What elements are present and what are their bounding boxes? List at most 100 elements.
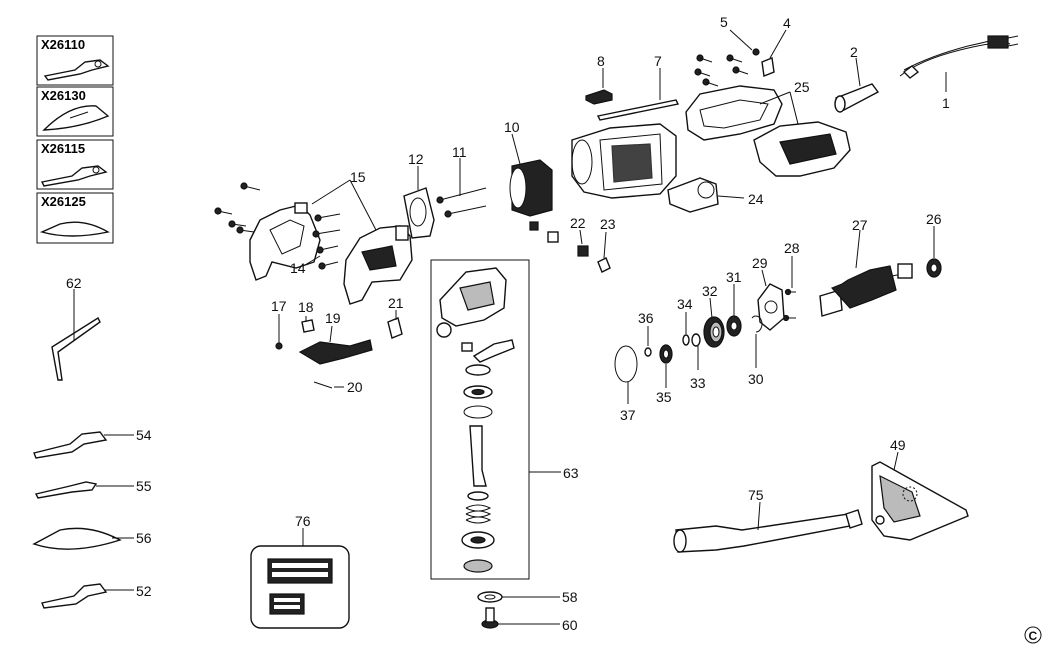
part-27-armature: 27 <box>819 217 913 317</box>
part-55-blade: 55 <box>34 478 152 499</box>
accessory-code-x26115: X26115 <box>41 141 85 156</box>
part-31-bearing: 31 <box>726 269 742 337</box>
accessory-box-x26130: X26130 <box>36 86 114 137</box>
part-56-segment-saw: 56 <box>32 527 152 550</box>
label-18: 18 <box>298 299 314 315</box>
part-62-hex-key: 62 <box>51 275 101 381</box>
label-24: 24 <box>748 191 764 207</box>
label-19: 19 <box>325 310 341 326</box>
label-14: 14 <box>290 260 306 276</box>
part-34-washer: 34 <box>677 296 693 346</box>
label-37: 37 <box>620 407 636 423</box>
label-10: 10 <box>504 119 520 135</box>
label-31: 31 <box>726 269 742 285</box>
part-30-circlip: 30 <box>748 315 764 387</box>
label-1: 1 <box>942 95 950 111</box>
part-11-long-screws: 11 <box>436 144 487 218</box>
label-25: 25 <box>794 79 810 95</box>
label-56: 56 <box>136 530 152 546</box>
label-76: 76 <box>295 513 311 529</box>
label-29: 29 <box>752 255 768 271</box>
label-58: 58 <box>562 589 578 605</box>
accessory-code-x26125: X26125 <box>41 194 86 209</box>
label-34: 34 <box>677 296 693 312</box>
label-32: 32 <box>702 283 718 299</box>
label-7: 7 <box>654 53 662 69</box>
label-28: 28 <box>784 240 800 256</box>
label-30: 30 <box>748 371 764 387</box>
label-36: 36 <box>638 310 654 326</box>
part-25-rear-housing-lower <box>753 121 851 177</box>
part-20-pin: 20 <box>313 379 363 395</box>
blade-icon <box>40 165 108 187</box>
part-15-housing-half-right <box>343 225 413 305</box>
part-76-rating-label: 76 <box>250 513 350 629</box>
part-7-switch-rod: 7 <box>596 53 680 121</box>
part-28-screws: 28 <box>782 240 800 322</box>
label-52: 52 <box>136 583 152 599</box>
part-12-front-bracket: 12 <box>403 151 435 239</box>
part-24-switch-module: 24 <box>667 177 764 213</box>
label-21: 21 <box>388 295 404 311</box>
accessory-box-x26115: X26115 <box>36 139 114 190</box>
part-54-blade: 54 <box>33 427 152 459</box>
part-4-clamp: 4 <box>761 15 791 77</box>
sanding-pad-icon <box>42 105 110 131</box>
label-27: 27 <box>852 217 868 233</box>
part-10-stator: 10 <box>504 119 553 217</box>
label-8: 8 <box>597 53 605 69</box>
label-20: 20 <box>347 379 363 395</box>
label-26: 26 <box>926 211 942 227</box>
part-29-plate: 29 <box>752 255 785 331</box>
label-62: 62 <box>66 275 82 291</box>
part-23-brush: 23 <box>597 216 616 273</box>
part-2-cord-protector: 2 <box>834 44 880 113</box>
label-2: 2 <box>850 44 858 60</box>
part-15-housing-half-left <box>249 202 321 281</box>
part-22-brush-holder: 22 <box>529 215 589 257</box>
copyright-letter: C <box>1029 629 1038 643</box>
accessory-code-x26130: X26130 <box>41 88 86 103</box>
label-23: 23 <box>600 216 616 232</box>
label-54: 54 <box>136 427 152 443</box>
part-75-dust-extraction-tube: 75 <box>673 487 863 553</box>
accessory-code-x26110: X26110 <box>41 37 85 52</box>
part-36-washer: 36 <box>638 310 654 357</box>
label-12: 12 <box>408 151 424 167</box>
label-60: 60 <box>562 617 578 633</box>
label-17: 17 <box>271 298 287 314</box>
label-11: 11 <box>452 144 467 160</box>
part-19-lever: 19 <box>298 310 373 365</box>
screw-group-rear <box>694 48 760 87</box>
label-15: 15 <box>350 169 366 185</box>
accessory-box-x26125: X26125 <box>36 192 114 244</box>
label-22: 22 <box>570 215 586 231</box>
part-58-washer: 58 <box>477 589 578 605</box>
part-63-gearbox-assembly: 63 <box>430 259 579 580</box>
label-35: 35 <box>656 389 672 405</box>
part-18-clip: 18 <box>298 299 315 333</box>
part-33-washer: 33 <box>690 333 706 391</box>
part-35-bearing: 35 <box>656 344 673 405</box>
label-63: 63 <box>563 465 579 481</box>
part-25-rear-housing-upper <box>685 85 783 141</box>
part-37-o-ring: 37 <box>614 345 638 423</box>
part-17-screw: 17 <box>271 298 287 350</box>
part-32-eccentric: 32 <box>702 283 725 348</box>
label-49: 49 <box>890 437 906 453</box>
part-21-latch: 21 <box>387 295 404 339</box>
label-5: 5 <box>720 14 728 30</box>
blade-icon <box>43 59 110 81</box>
label-75: 75 <box>748 487 764 503</box>
part-motor-housing <box>571 123 677 199</box>
part-1-power-cord: 1 <box>899 35 1019 111</box>
label-55: 55 <box>136 478 152 494</box>
accessory-box-x26110: X26110 <box>36 35 114 86</box>
label-33: 33 <box>690 375 706 391</box>
copyright-icon: C <box>1024 626 1042 644</box>
segment-saw-icon <box>39 221 110 237</box>
label-4: 4 <box>783 15 791 31</box>
part-52-blade: 52 <box>41 583 152 609</box>
part-60-flange-screw: 60 <box>481 607 578 633</box>
